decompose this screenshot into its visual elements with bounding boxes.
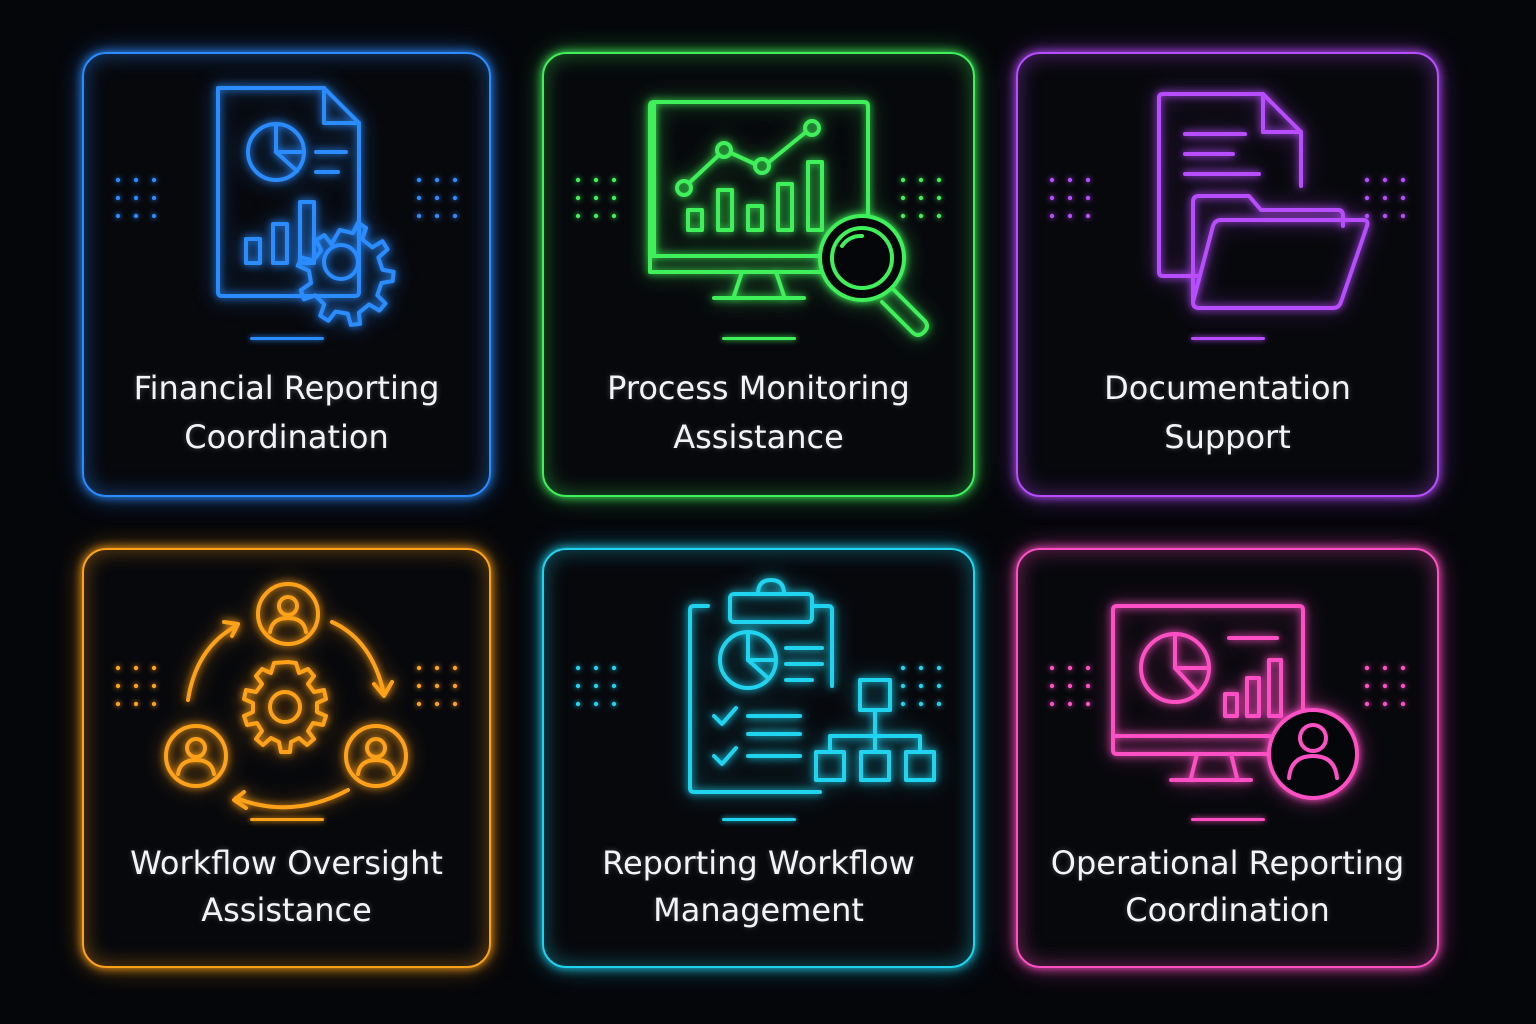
card-operational-reporting-coordination[interactable]: Operational Reporting Coordination (1016, 548, 1439, 968)
card-workflow-oversight-assistance[interactable]: Workflow Oversight Assistance (82, 548, 491, 968)
card-divider (721, 337, 796, 340)
card-title: Reporting Workflow Management (602, 844, 915, 929)
card-financial-reporting-coordination[interactable]: Financial Reporting Coordination (82, 52, 491, 497)
dots-decoration-icon (1048, 664, 1092, 708)
monitor-chart-magnifier-icon (624, 76, 929, 346)
dots-decoration-icon (574, 176, 618, 220)
dots-decoration-icon (415, 664, 459, 708)
card-title: Operational Reporting Coordination (1050, 844, 1405, 929)
card-divider (721, 818, 796, 821)
card-process-monitoring-assistance[interactable]: Process Monitoring Assistance (542, 52, 975, 497)
dots-decoration-icon (899, 664, 943, 708)
card-documentation-support[interactable]: Documentation Support (1016, 52, 1439, 497)
people-cycle-gear-icon (152, 566, 422, 836)
dots-decoration-icon (415, 176, 459, 220)
card-title: Workflow Oversight Assistance (130, 844, 443, 929)
dots-decoration-icon (574, 664, 618, 708)
card-divider (249, 337, 324, 340)
dots-decoration-icon (114, 176, 158, 220)
clipboard-hierarchy-icon (624, 566, 936, 836)
dots-decoration-icon (1363, 664, 1407, 708)
dots-decoration-icon (114, 664, 158, 708)
document-folder-icon (1093, 76, 1369, 346)
dots-decoration-icon (1363, 176, 1407, 220)
card-divider (1190, 337, 1265, 340)
card-title: Process Monitoring Assistance (607, 369, 910, 456)
card-reporting-workflow-management[interactable]: Reporting Workflow Management (542, 548, 975, 968)
report-document-gear-icon (152, 76, 422, 346)
card-title: Financial Reporting Coordination (133, 369, 440, 456)
card-divider (249, 818, 324, 821)
monitor-chart-user-icon (1093, 566, 1363, 836)
card-title: Documentation Support (1104, 369, 1351, 456)
card-divider (1190, 818, 1265, 821)
dots-decoration-icon (899, 176, 943, 220)
dots-decoration-icon (1048, 176, 1092, 220)
